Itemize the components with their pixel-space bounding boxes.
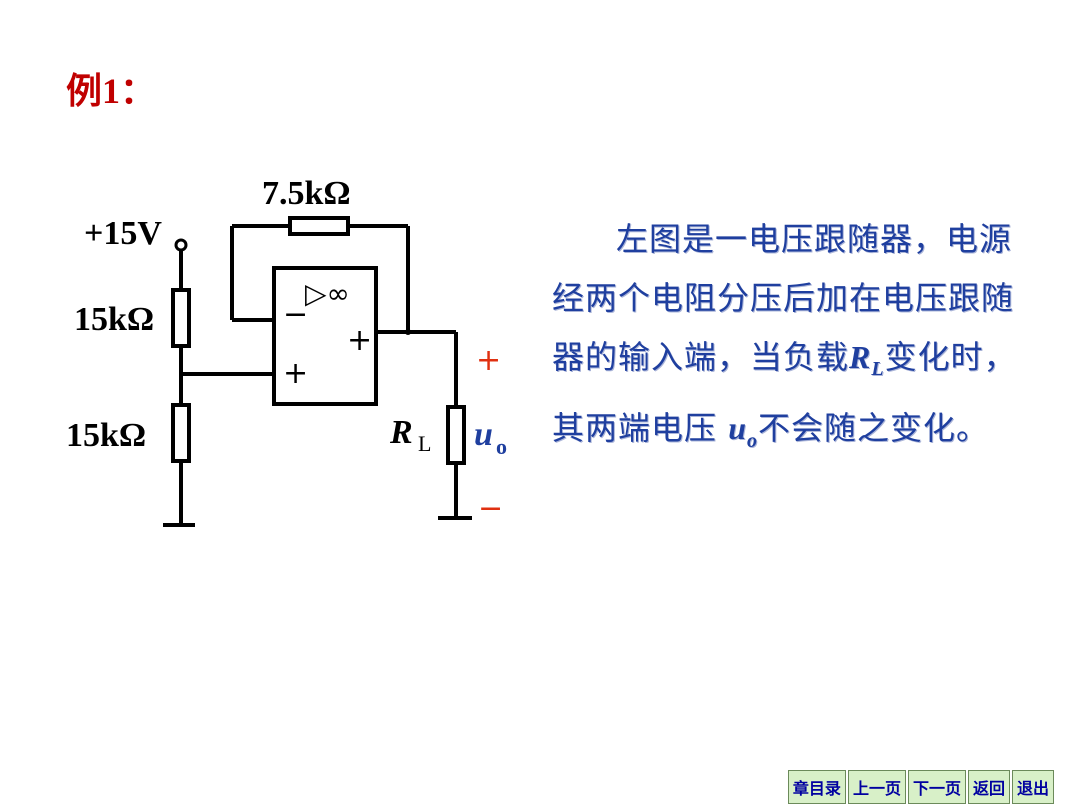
upper-divider-resistor	[171, 288, 191, 348]
opamp-box	[272, 266, 378, 406]
circuit-diagram: +15V 7.5kΩ 15kΩ 15kΩ ▷∞ − + + R L u o + …	[66, 175, 507, 527]
chapter-contents-button[interactable]: 章目录	[787, 770, 846, 804]
load-resistor	[446, 405, 466, 465]
opamp-symbol: ▷∞	[305, 277, 350, 310]
page-title: 例1：	[66, 71, 157, 111]
description-paragraph: 左图是一电压跟随器，电源经两个电阻分压后加在电压跟随器的输入端，当负载RL变化时…	[552, 220, 1017, 452]
back-button[interactable]: 返回	[967, 770, 1010, 804]
lower-divider-label: 15kΩ	[66, 417, 146, 454]
upper-divider-label: 15kΩ	[74, 301, 154, 338]
feedback-resistor	[288, 216, 350, 236]
opamp-inverting-sign: −	[283, 297, 308, 332]
next-page-button[interactable]: 下一页	[907, 770, 966, 804]
previous-page-button[interactable]: 上一页	[847, 770, 906, 804]
supply-terminal	[174, 238, 188, 252]
load-R-subscript: L	[418, 431, 431, 456]
output-minus-sign: −	[478, 491, 503, 526]
navigation-bar: 章目录 上一页 下一页 返回 退出	[787, 770, 1054, 804]
description-text: 左图是一电压跟随器，电源经两个电阻分压后加在电压跟随器的输入端，当负载RL变化时…	[552, 210, 1042, 471]
lower-divider-resistor	[171, 403, 191, 463]
output-u-label: u	[474, 416, 493, 453]
supply-label: +15V	[84, 215, 162, 252]
opamp-noninverting-sign: +	[283, 356, 308, 391]
load-R-label: R	[389, 414, 413, 451]
output-u-subscript: o	[496, 434, 507, 459]
feedback-resistor-label: 7.5kΩ	[262, 175, 351, 212]
opamp-output-sign: +	[347, 323, 372, 358]
output-plus-sign: +	[476, 343, 501, 378]
exit-button[interactable]: 退出	[1011, 770, 1054, 804]
